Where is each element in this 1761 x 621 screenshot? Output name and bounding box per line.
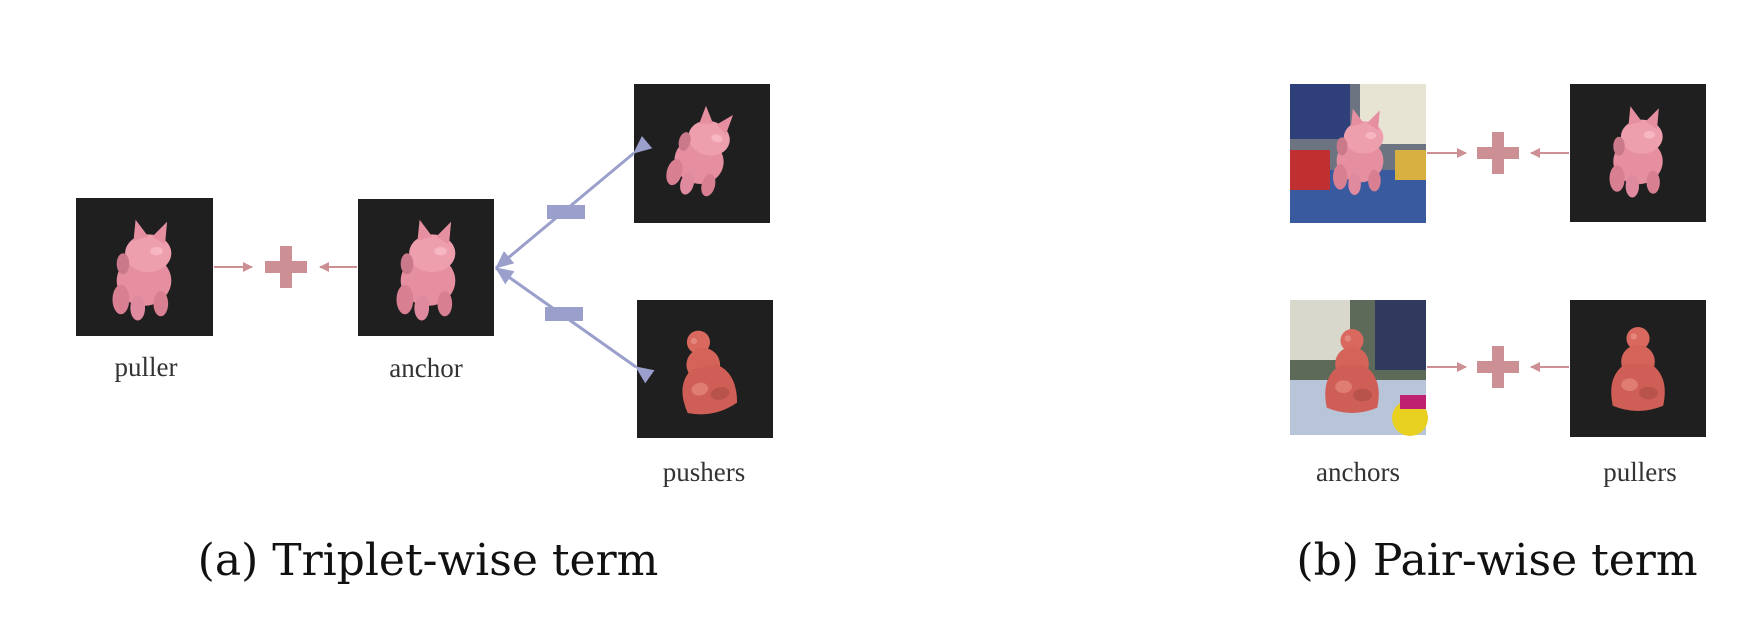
anchor-photo-cat <box>1290 84 1426 223</box>
puller-label: puller <box>114 352 178 382</box>
plus-sign <box>1477 132 1519 174</box>
pushers-label: pushers <box>662 457 746 487</box>
puller-image <box>76 198 213 336</box>
pair-plus-connector-bottom <box>1427 346 1569 388</box>
anchors-label: anchors <box>1316 457 1400 487</box>
triplet-plus-connector <box>214 246 357 288</box>
plus-sign <box>1477 346 1519 388</box>
plus-sign <box>265 246 307 288</box>
minus-sign <box>545 307 583 321</box>
caption-pair: (b) Pair-wise term <box>1296 535 1698 586</box>
puller-image-cat <box>1570 84 1706 222</box>
minus-sign <box>547 205 585 219</box>
anchor-label: anchor <box>389 353 463 383</box>
puller-image-buddha <box>1570 300 1706 437</box>
triplet-minus-connector-top <box>495 135 653 270</box>
pusher-image-buddha <box>637 300 773 438</box>
triplet-minus-connector-bottom <box>495 266 655 384</box>
pair-plus-connector-top <box>1427 132 1569 174</box>
caption-triplet: (a) Triplet-wise term <box>197 535 659 586</box>
pusher-image-cat <box>634 84 770 223</box>
anchor-photo-buddha <box>1290 300 1428 436</box>
pullers-label: pullers <box>1603 457 1677 487</box>
anchor-image <box>358 199 494 336</box>
